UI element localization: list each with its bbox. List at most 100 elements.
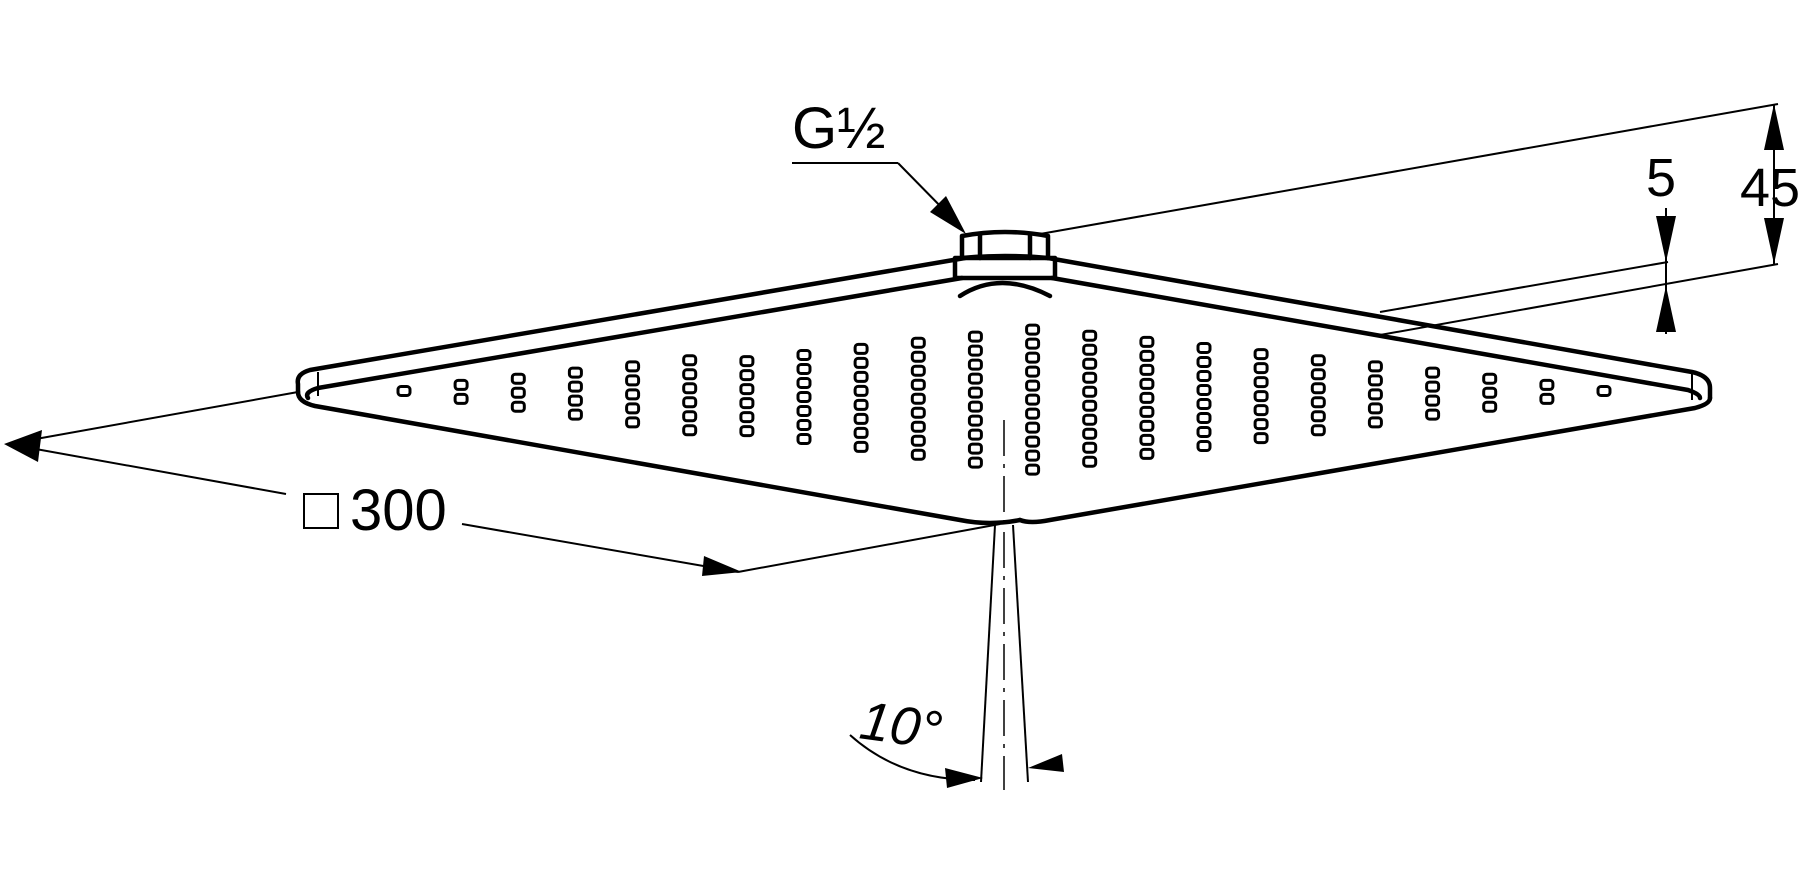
nozzle [796, 349, 812, 361]
nozzle [796, 391, 812, 403]
nozzle [967, 372, 983, 385]
nozzle [1025, 365, 1041, 378]
nozzle [625, 402, 641, 415]
spray-cone [980, 524, 1029, 783]
nozzle [796, 377, 812, 389]
nozzle [682, 354, 698, 367]
nozzle [1482, 386, 1498, 399]
nozzle [1310, 424, 1326, 437]
nozzle [1139, 419, 1155, 432]
nozzle [967, 442, 983, 455]
nozzle [853, 356, 869, 369]
nozzle [1139, 363, 1155, 376]
plate-top-edge-right [1045, 255, 1713, 401]
nozzle [1196, 412, 1212, 424]
nozzle [1310, 382, 1326, 395]
nozzle [853, 412, 869, 425]
nozzle [910, 336, 926, 349]
nozzle [1025, 323, 1041, 336]
nozzle [1367, 402, 1383, 415]
nozzle [967, 358, 983, 371]
nozzle [1025, 379, 1041, 392]
nozzle [1082, 399, 1098, 412]
nozzle [910, 378, 926, 391]
nozzle [967, 428, 983, 441]
nozzle [1025, 421, 1041, 434]
nozzle [1025, 435, 1041, 448]
nozzle [853, 426, 869, 439]
nozzle [1025, 337, 1041, 350]
width-label: 300 [350, 478, 447, 543]
nozzle [1139, 335, 1155, 348]
nozzle [1139, 377, 1155, 390]
nozzle [1025, 449, 1041, 462]
nozzle [910, 448, 926, 461]
nozzle [1425, 394, 1441, 407]
nozzle [1025, 351, 1041, 364]
shower-plate [295, 255, 1713, 526]
nozzle [1196, 342, 1212, 354]
nozzle [1482, 372, 1498, 385]
nozzle [796, 419, 812, 431]
nozzle [910, 392, 926, 405]
nozzle [1253, 362, 1269, 375]
nozzle [396, 385, 412, 397]
nozzle [967, 414, 983, 427]
nozzle [1196, 440, 1212, 452]
nozzle [739, 355, 755, 368]
nozzle [1310, 396, 1326, 409]
nozzle [1082, 371, 1098, 384]
nozzle [1082, 413, 1098, 426]
nozzle [1253, 418, 1269, 431]
nozzle [625, 360, 641, 373]
nozzle [967, 386, 983, 399]
plate-bottom-edge-right [1017, 395, 1713, 525]
nozzle [1596, 385, 1612, 397]
nozzle [796, 363, 812, 375]
nozzle [453, 392, 469, 405]
nozzle [567, 366, 583, 379]
nozzle [739, 369, 755, 382]
nozzle [1253, 432, 1269, 445]
nozzle [1082, 385, 1098, 398]
plate-face-front [957, 280, 1053, 299]
nozzle [739, 383, 755, 396]
nozzle [910, 406, 926, 419]
nozzle [1139, 405, 1155, 418]
height-dimensions [1039, 103, 1784, 336]
nozzle [739, 425, 755, 438]
nozzle [1139, 433, 1155, 446]
nozzle [510, 400, 526, 413]
nozzle [1539, 378, 1555, 391]
nozzle [1025, 393, 1041, 406]
total-height-label: 45 [1740, 158, 1800, 218]
nozzle [1310, 354, 1326, 367]
nozzle [1196, 370, 1212, 382]
nozzle [739, 397, 755, 410]
connection-nut [952, 229, 1058, 281]
nozzle [967, 456, 983, 469]
nozzle [625, 374, 641, 387]
nozzle [796, 405, 812, 417]
nozzle [1082, 441, 1098, 454]
nozzle [682, 368, 698, 381]
angle-arrow-left [945, 768, 983, 788]
nozzle [967, 344, 983, 357]
nozzle [510, 386, 526, 399]
nozzle [853, 370, 869, 383]
nozzle [1367, 388, 1383, 401]
nozzle [682, 396, 698, 409]
nozzle [1082, 329, 1098, 342]
spray-angle-label: 10° [856, 690, 945, 761]
nozzle [853, 384, 869, 397]
nozzle [967, 330, 983, 343]
nozzle [853, 398, 869, 411]
connection-leader [792, 162, 966, 234]
nozzle [1139, 349, 1155, 362]
nozzle [1425, 380, 1441, 393]
connection-arrow [930, 196, 966, 234]
nozzle [1425, 408, 1441, 421]
nozzle [1253, 376, 1269, 389]
nozzle [910, 434, 926, 447]
